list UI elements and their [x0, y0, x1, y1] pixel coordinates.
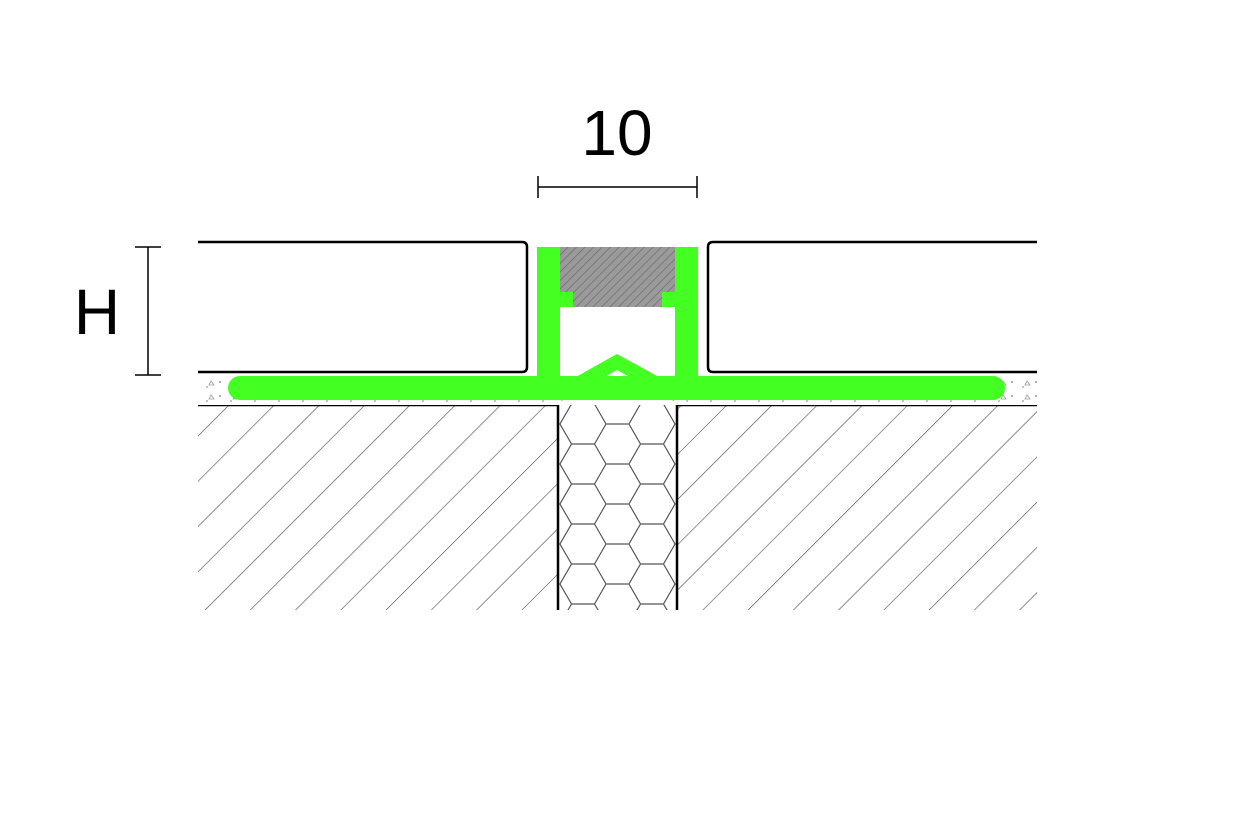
substrate-right: [677, 405, 1037, 610]
dimension-height: H: [74, 246, 161, 376]
substrate-left: [198, 405, 558, 610]
joint-filler-honeycomb: [558, 405, 677, 610]
tile-right: [706, 240, 1037, 374]
expansion-profile: [228, 247, 1005, 402]
height-label: H: [74, 276, 120, 348]
dimension-joint-width: 10: [537, 97, 698, 198]
joint-width-label: 10: [581, 97, 652, 169]
movement-insert: [560, 247, 675, 307]
tile-left: [198, 240, 529, 374]
